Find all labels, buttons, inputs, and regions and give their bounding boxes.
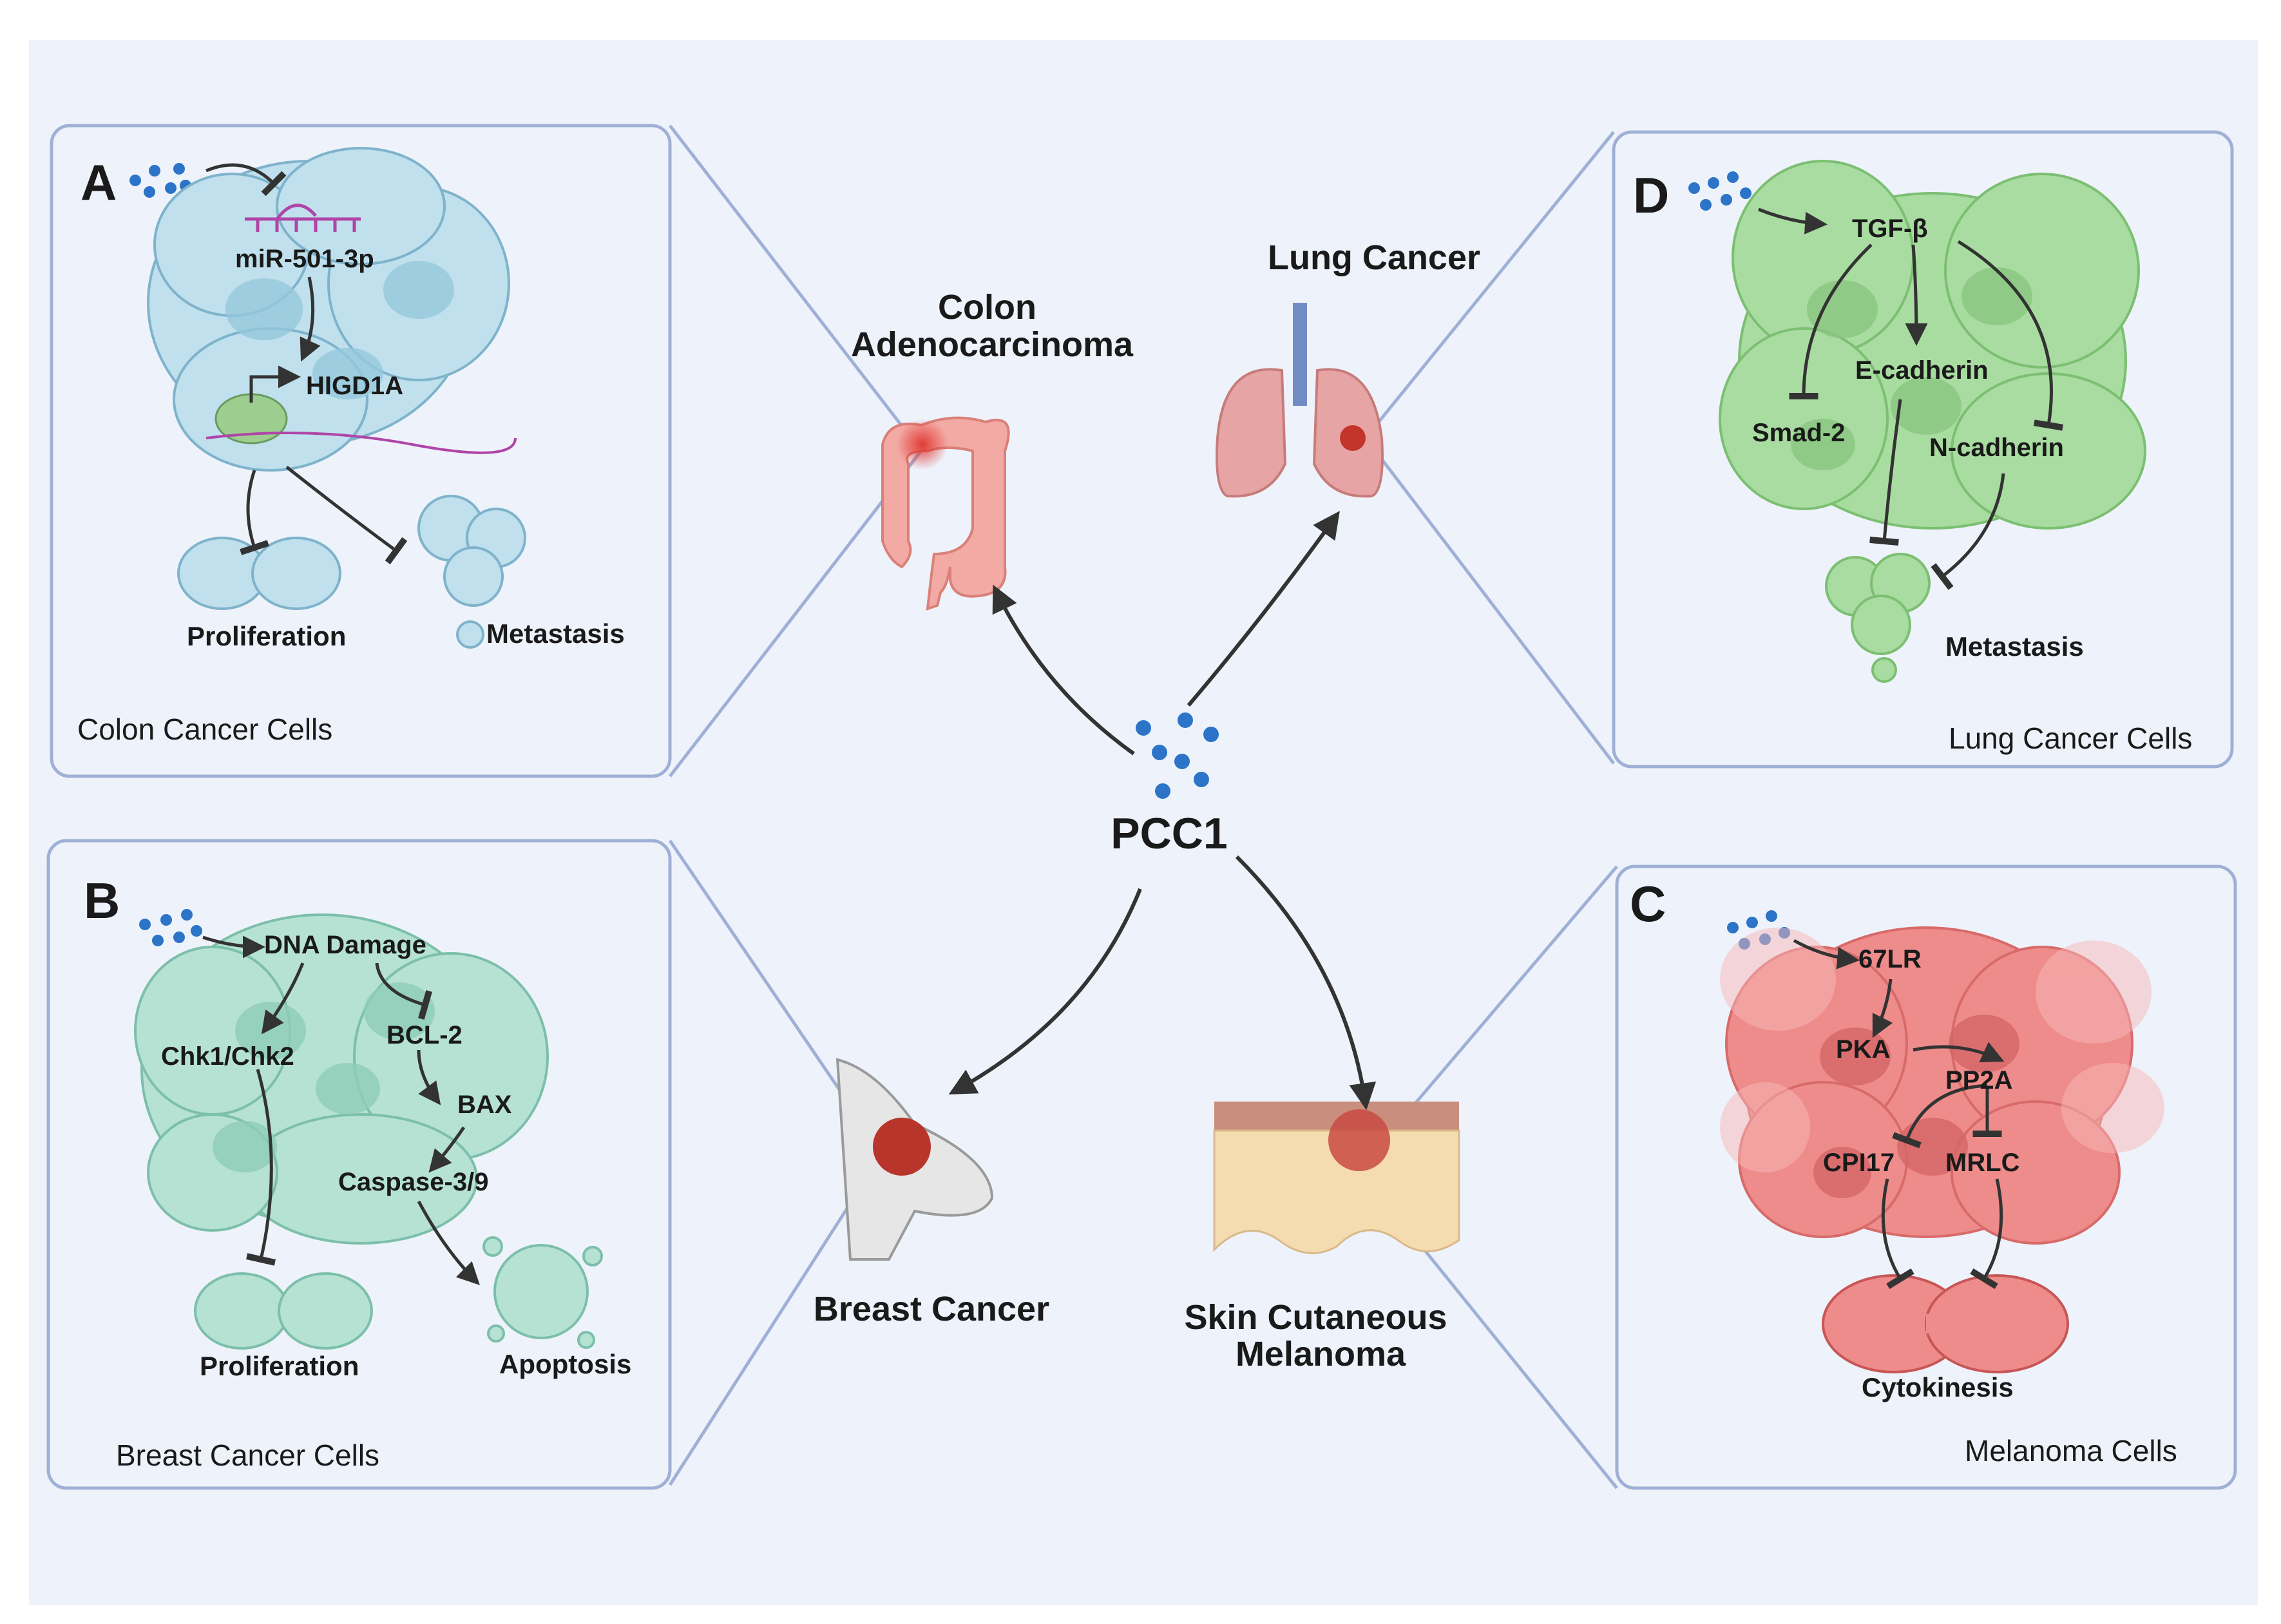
node-e-cadherin: E-cadherin	[1855, 356, 1989, 385]
organ-label-lung: Lung Cancer	[1268, 238, 1480, 277]
panel-d-caption: Lung Cancer Cells	[1949, 721, 2192, 755]
colon-organ-icon	[881, 416, 1010, 611]
lung-organ-icon	[1216, 303, 1384, 498]
colon-tumor-glow	[897, 419, 948, 470]
mrna-strand-icon	[205, 432, 517, 454]
cytokinesis-cell-icon	[1822, 1274, 2069, 1373]
panel-a-caption: Colon Cancer Cells	[77, 712, 332, 746]
breast-organ-icon	[835, 1058, 994, 1261]
colon-label-line-1: Colon	[938, 288, 1036, 327]
pcc1-dots-icon	[139, 909, 202, 946]
node-cpi17: CPI17	[1823, 1149, 1894, 1177]
node-chk1-chk2: Chk1/Chk2	[161, 1042, 294, 1071]
apoptosis-cell-icon	[482, 1236, 603, 1349]
panel-c-letter: C	[1630, 875, 1666, 932]
metastasis-cell-icon	[417, 495, 526, 649]
skin-organ-icon	[1213, 1102, 1460, 1254]
node-cytokinesis: Cytokinesis	[1862, 1372, 2014, 1402]
node-higd1a: HIGD1A	[306, 372, 403, 400]
panel-b-letter: B	[84, 872, 120, 929]
panel-c-caption: Melanoma Cells	[1965, 1434, 2177, 1467]
node-dna-damage: DNA Damage	[264, 931, 426, 959]
node-bax: BAX	[457, 1091, 512, 1119]
panel-b-caption: Breast Cancer Cells	[116, 1438, 379, 1472]
node-67lr: 67LR	[1858, 945, 1922, 973]
pcc1-dots-icon	[1136, 712, 1219, 799]
node-proliferation: Proliferation	[200, 1351, 359, 1381]
proliferation-cell-icon	[177, 537, 341, 610]
node-pka: PKA	[1836, 1035, 1890, 1064]
node-apoptosis: Apoptosis	[499, 1349, 631, 1379]
skin-label-line-1: Skin Cutaneous	[1184, 1298, 1447, 1337]
node-tgf-beta: TGF-β	[1852, 215, 1928, 243]
panel-d-letter: D	[1633, 167, 1669, 224]
node-smad-2: Smad-2	[1752, 419, 1846, 447]
node-n-cadherin: N-cadherin	[1929, 434, 2064, 462]
node-caspase-3-9: Caspase-3/9	[338, 1168, 488, 1196]
pcc1-dots-icon	[1688, 171, 1751, 211]
organ-label-colon: Colon Adenocarcinoma	[851, 288, 1134, 364]
skin-label-line-2: Melanoma	[1236, 1335, 1406, 1373]
node-metastasis: Metastasis	[486, 618, 625, 649]
node-proliferation: Proliferation	[187, 621, 346, 651]
metastasis-cell-icon	[1825, 553, 1931, 683]
panel-a: A	[50, 124, 672, 778]
panel-b: B DNA Damage Chk	[46, 839, 672, 1490]
organ-label-skin: Skin Cutaneous Melanoma	[1184, 1298, 1456, 1373]
panel-d: D TGF-β E-cadherin Smad-2 N-cadherin	[1612, 130, 2234, 769]
mirna-icon	[245, 204, 361, 232]
pcc1-dots-icon	[129, 163, 191, 198]
node-metastasis: Metastasis	[1945, 631, 2084, 662]
panel-a-letter: A	[81, 154, 117, 211]
proliferation-cell-icon	[194, 1272, 373, 1350]
colon-label-line-2: Adenocarcinoma	[851, 325, 1134, 364]
node-mrlc: MRLC	[1945, 1149, 2020, 1177]
node-bcl-2: BCL-2	[387, 1021, 463, 1049]
panel-c: C 67LR PKA P	[1615, 865, 2237, 1490]
node-pp2a: PP2A	[1945, 1066, 2013, 1094]
center-label-pcc1: PCC1	[1111, 809, 1227, 858]
organ-label-breast: Breast Cancer	[814, 1290, 1049, 1328]
node-mir-501-3p: miR-501-3p	[235, 245, 374, 273]
